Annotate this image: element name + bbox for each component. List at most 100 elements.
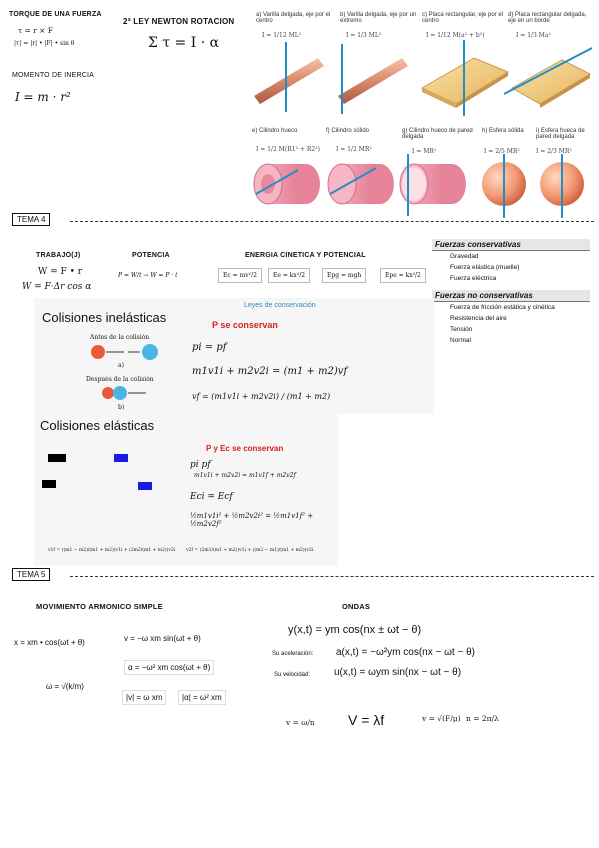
tema5-divider [70,576,594,577]
inelastic-title: Colisiones inelásticas [42,310,167,325]
fig-c-label: c) Placa rectangular, eje por el centro [422,12,504,24]
fuerza-cons-item: Gravedad [450,253,479,260]
momentum-conserved-text: P se conservan [212,320,278,330]
fig-e-label: e) Cilindro hueco [252,128,298,134]
potencia-title: POTENCIA [132,252,170,259]
solid-sphere-icon [482,154,526,218]
rod-end-axis-icon [338,44,408,114]
wave-eq: y(x,t) = ym cos(nx ± ωt − θ) [288,624,422,636]
energia-title: ENERGIA CINETICA Y POTENCIAL [245,252,366,259]
ee-formula: Ee = kx²/2 [268,268,311,283]
fuerza-nocons-item: Fuerza de fricción estática y cinética [450,304,555,311]
fig-f-label: f) Cilindro sólido [326,128,370,134]
fig-e-formula: I = 1/2 M(R1² + R2²) [256,146,320,153]
epe-formula: Epe = kx²/2 [380,268,426,283]
mas-title: MOVIMIENTO ARMONICO SIMPLE [36,602,163,611]
ondas-title: ONDAS [342,602,371,611]
fig-a-formula: I = 1/12 ML² [262,32,302,39]
fuerza-nocons-item: Normal [450,337,471,344]
torque-magnitude: |τ| = |r| • |F| • sin θ [14,40,75,47]
momentum-energy-conserved-text: P y Ec se conservan [206,444,284,453]
fig-i-formula: I = 2/3 MR² [536,148,572,155]
hollow-sphere-icon [540,154,584,218]
inertia-figures-row2 [253,154,584,218]
elastic-eq3: Eci = Ecf [190,492,233,502]
fuerza-nocons-item: Resistencia del aire [450,315,507,322]
wave-speed-lambda-eq: V = λf [348,712,385,728]
elastic-collision-panel: Colisiones elásticas P y Ec se conservan… [34,414,338,566]
ec-formula: Ec = mv²/2 [218,268,262,283]
inelastic-eq3: vf = (m1v1i + m2v2i) / (m1 + m2) [192,392,331,401]
inelastic-eq2: m1v1i + m2v2i = (m1 + m2)vf [192,366,348,377]
tema4-label: TEMA 4 [12,213,51,226]
torque-equation: τ = r × F [18,26,54,35]
fig-a-caption: a) [118,362,124,369]
fuerzas-panel: Fuerzas conservativas Gravedad Fuerza el… [432,239,590,375]
trabajo-equation: W = F • r [38,267,83,277]
elastic-title: Colisiones elásticas [40,418,155,433]
hollow-cylinder-icon [253,163,320,205]
newton-rotation-title: 2ª LEY NEWTON ROTACION [123,17,235,26]
ball-1-icon [48,454,66,462]
inertia-figures-row1 [254,40,592,116]
conservation-laws-title: Leyes de conservación [244,302,316,309]
fig-b-label: b) Varilla delgada, eje por un extremo [340,12,417,24]
fig-d-label: d) Placa rectangular delgada, eje en un … [508,12,587,24]
plate-center-axis-icon [420,40,510,116]
fig-h-label: h) Esfera sólida [482,128,524,134]
trabajo-equation-cos: W = F·Δr cos α [22,282,92,292]
inertia-title: MOMENTO DE INERCIA [12,72,95,79]
wave-speed-tension-eq: v = √(F/μ) [422,714,461,723]
tema5-label: TEMA 5 [12,568,51,581]
ball-1-after-icon [42,480,56,488]
fig-c-formula: I = 1/12 M(a² + b²) [426,32,485,39]
wave-acc-eq: a(x,t) = −ω²ym cos(nx − ωt − θ) [336,647,475,658]
fuerzas-no-conservativas-title: Fuerzas no conservativas [432,290,590,302]
fig-b-formula: I = 1/3 ML² [346,32,382,39]
trabajo-title: TRABAJO(J) [36,252,81,259]
elastic-eq2: m1v1i + m2v2i = m1v1f + m2v2f [194,472,296,479]
fig-g-label: g) Cilindro hueco de pared delgada [402,128,473,140]
elastic-eq4: ½m1v1i² + ½m2v2i² = ½m1v1f² + ½m2v2f² [190,512,314,528]
before-collision-balls-icon [91,344,158,360]
epg-formula: Epg = mgh [322,268,367,283]
elastic-eq1: pi pf [190,460,211,470]
thin-hollow-cylinder-icon [399,154,466,216]
mas-velocity-eq: v = −ω xm sin(ωt + θ) [124,634,201,643]
ball-2-icon [114,454,128,462]
before-collision-label: Antes de la colisión [90,334,150,341]
fig-a-label: a) Varilla delgada, eje por el centro [256,12,331,24]
inelastic-eq1: pi = pf [192,342,227,353]
ball-2-after-icon [138,482,152,490]
tema4-divider [70,221,594,222]
after-collision-balls-icon [102,386,146,400]
wave-vel-label: Su velocidad: [274,672,311,678]
wave-speed-omega-eq: v = ω/n [286,718,315,727]
mas-acceleration-eq: α = −ω² xm cos(ωt + θ) [124,660,215,675]
mas-amax-eq: |α| = ω² xm [178,690,226,705]
fuerza-cons-item: Fuerza eléctrica [450,275,497,282]
fig-g-formula: I = MR² [412,148,437,155]
wave-acc-label: Su aceleración: [272,651,314,657]
fig-f-formula: I = 1/2 MR² [336,146,372,153]
fig-i-label: i) Esfera hueca de pared delgada [536,128,585,140]
fuerza-cons-item: Fuerza elástica (muelle) [450,264,520,271]
plate-edge-axis-icon [503,47,592,108]
potencia-equation: P = W/t → W = P · t [118,272,178,279]
wave-vel-eq: u(x,t) = ωym sin(nx − ωt − θ) [334,667,462,678]
wave-number-eq: n = 2π/λ [466,714,499,723]
fig-d-formula: I = 1/3 Ma² [516,32,551,39]
mas-vmax-eq: |v| = ω xm [122,690,167,705]
solid-cylinder-icon [327,163,394,205]
fuerza-nocons-item: Tensión [450,326,473,333]
fig-b-caption: b) [118,404,125,411]
elastic-v2-eq: v2f = (2m1/(m1 + m2))v1i + ((m2 − m1)/(m… [186,548,314,553]
mas-omega-eq: ω = √(k/m) [46,682,84,691]
after-collision-label: Después de la colisión [86,376,154,383]
rod-center-axis-icon [254,42,324,112]
elastic-v1-eq: v1f = ((m1 − m2)/(m1 + m2))v1i + (2m2/(m… [48,548,176,553]
inelastic-collision-panel: Leyes de conservación Colisiones inelást… [34,298,434,414]
inertia-figures-panel: a) Varilla delgada, eje por el centro I … [246,8,592,218]
fuerzas-conservativas-title: Fuerzas conservativas [432,239,590,251]
mas-position-eq: x = xm • cos(ωt + θ) [14,638,85,647]
